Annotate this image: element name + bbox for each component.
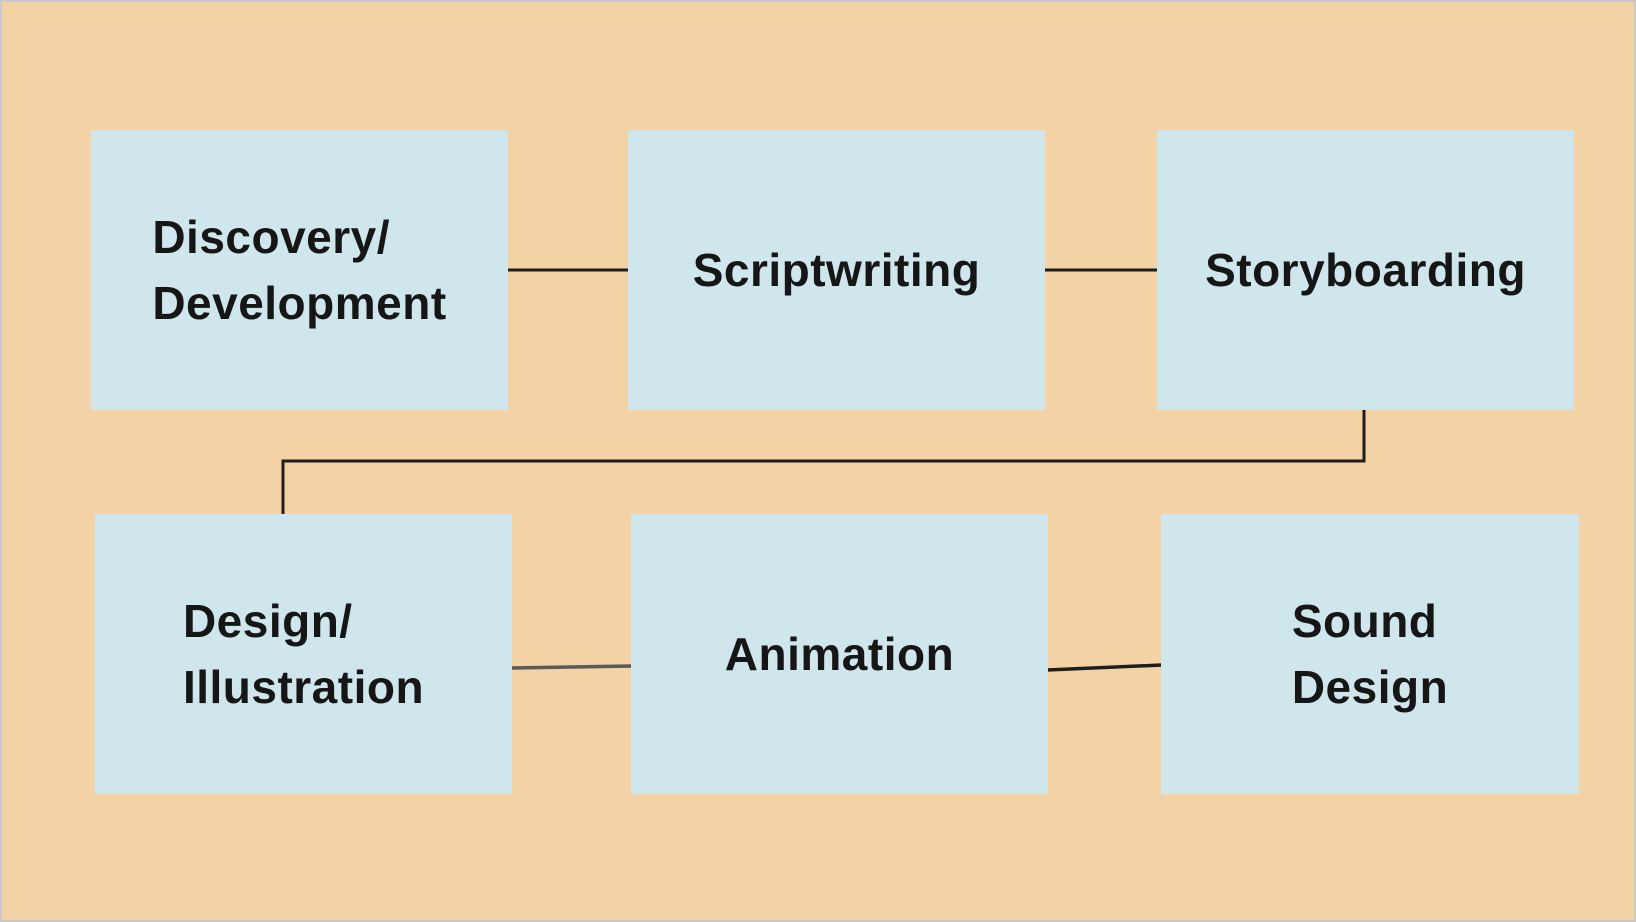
node-animation[interactable]: Animation bbox=[631, 514, 1048, 794]
node-label-line: Scriptwriting bbox=[692, 244, 981, 296]
node-label-line: Design bbox=[1291, 661, 1449, 713]
node-storyboarding[interactable]: Storyboarding bbox=[1157, 130, 1574, 410]
node-label-line: Illustration bbox=[182, 661, 425, 713]
connector-design-to-animation bbox=[510, 664, 633, 670]
connector-animation-to-sound bbox=[1046, 663, 1163, 672]
node-label-line: Discovery/ bbox=[152, 211, 391, 263]
node-label-line: Design/ bbox=[182, 595, 353, 647]
node-label: Scriptwriting bbox=[693, 237, 981, 303]
node-discovery-development[interactable]: Discovery/ Development bbox=[91, 130, 508, 410]
node-label: Discovery/ Development bbox=[152, 204, 446, 336]
node-label: Sound Design bbox=[1292, 588, 1448, 720]
node-label: Animation bbox=[725, 621, 954, 687]
node-label-line: Sound bbox=[1291, 595, 1438, 647]
node-label-line: Animation bbox=[724, 628, 955, 680]
node-label: Design/ Illustration bbox=[183, 588, 424, 720]
node-label-line: Development bbox=[152, 277, 447, 329]
node-label: Storyboarding bbox=[1205, 237, 1526, 303]
node-scriptwriting[interactable]: Scriptwriting bbox=[628, 130, 1045, 410]
node-sound-design[interactable]: Sound Design bbox=[1161, 514, 1579, 794]
node-design-illustration[interactable]: Design/ Illustration bbox=[95, 514, 512, 794]
connector-storyboarding-to-design bbox=[281, 409, 1366, 515]
node-label-line: Storyboarding bbox=[1205, 244, 1526, 296]
